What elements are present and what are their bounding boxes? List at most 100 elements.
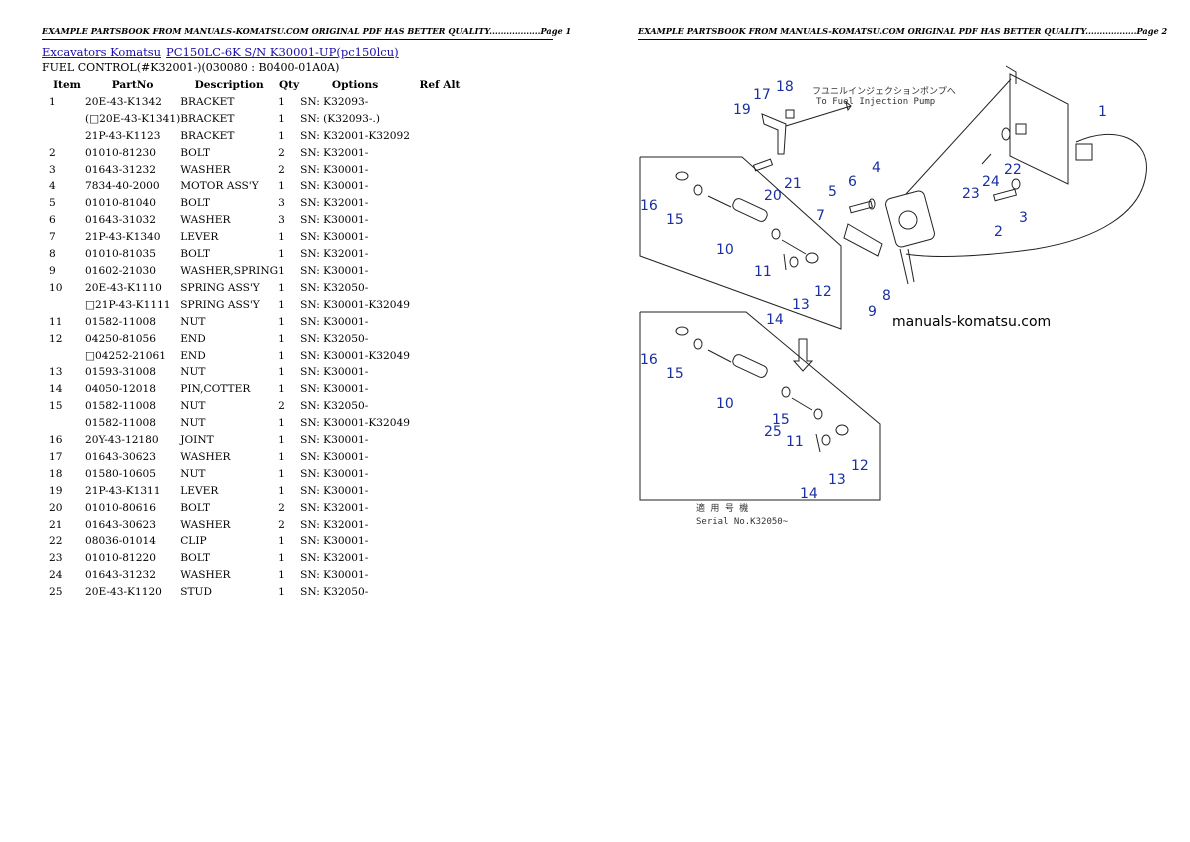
cell-refalt [410, 584, 470, 601]
cell-refalt [410, 483, 470, 500]
breadcrumb-link-excavators[interactable]: Excavators Komatsu [42, 45, 162, 59]
cell-partno: 01582-11008 [85, 417, 156, 430]
cell-description: PIN,COTTER [180, 383, 251, 396]
upper-view-callout: 22 [1004, 162, 1022, 178]
cell-options: SN: K30001- [300, 231, 369, 244]
cell-description: WASHER [180, 569, 231, 582]
cell-description: CLIP [180, 535, 207, 548]
cell-description: NUT [180, 417, 206, 430]
cell-refalt [410, 178, 470, 195]
cell-options: SN: (K32093-.) [300, 112, 380, 125]
cell-options: SN: K30001- [300, 467, 369, 480]
cell-refalt [410, 212, 470, 229]
lower-view-callout: 12 [851, 458, 869, 474]
cell-qty: 2 [278, 518, 285, 531]
cell-qty: 1 [278, 112, 285, 125]
cell-qty: 1 [278, 467, 285, 480]
cell-partno: 01010-80616 [85, 501, 156, 514]
cell-refalt [410, 533, 470, 550]
cell-qty: 1 [278, 569, 285, 582]
lower-view-callout: 16 [640, 352, 658, 368]
cell-description: WASHER,SPRING [180, 264, 279, 277]
cell-item: 12 [49, 332, 63, 345]
upper-view-callout: 18 [776, 79, 794, 95]
cell-options: SN: K32050- [300, 400, 369, 413]
cell-partno: □21P-43-K1111 [85, 298, 171, 311]
cell-item: 23 [49, 552, 63, 565]
cell-partno: 21P-43-K1311 [85, 484, 161, 497]
cell-qty: 1 [278, 383, 285, 396]
cell-refalt [410, 145, 470, 162]
cell-qty: 1 [278, 248, 285, 261]
cell-refalt [410, 398, 470, 415]
column-header-partno: PartNo [111, 79, 154, 91]
cell-item: 18 [49, 467, 63, 480]
cell-description: BRACKET [180, 112, 235, 125]
cell-options: SN: K30001- [300, 214, 369, 227]
cell-options: SN: K32001- [300, 501, 369, 514]
cell-options: SN: K30001- [300, 535, 369, 548]
cell-description: NUT [180, 366, 206, 379]
cell-qty: 2 [278, 501, 285, 514]
cell-refalt [410, 466, 470, 483]
cell-options: SN: K32001- [300, 197, 369, 210]
cell-description: WASHER [180, 450, 231, 463]
cell-description: SPRING ASS'Y [180, 298, 260, 311]
cell-description: LEVER [180, 231, 219, 244]
cell-partno: 01010-81040 [85, 197, 156, 210]
upper-view-callout: 12 [814, 284, 832, 300]
cell-refalt [410, 111, 470, 128]
cell-partno: 21P-43-K1123 [85, 129, 161, 142]
cell-item [42, 297, 85, 314]
upper-view-callout: 23 [962, 186, 980, 202]
column-header-refalt: Ref Alt [419, 79, 461, 91]
cell-options: SN: K32001- [300, 146, 369, 159]
cell-qty: 2 [278, 400, 285, 413]
cell-description: JOINT [180, 434, 214, 447]
cell-qty: 3 [278, 214, 285, 227]
upper-view-callout: 1 [1098, 104, 1107, 120]
cell-options: SN: K30001- [300, 180, 369, 193]
cell-qty: 1 [278, 434, 285, 447]
cell-qty: 1 [278, 535, 285, 548]
cell-item: 10 [49, 281, 63, 294]
cell-partno: 20Y-43-12180 [85, 434, 159, 447]
lower-view-callout: 14 [800, 486, 818, 502]
cell-qty: 1 [278, 450, 285, 463]
column-header-qty: Qty [278, 79, 300, 91]
upper-view-callout: 5 [828, 184, 837, 200]
cell-options: SN: K32050- [300, 332, 369, 345]
cell-partno: 08036-01014 [85, 535, 156, 548]
breadcrumb-link-model[interactable]: PC150LC-6K S/N K30001-UP(pc150lcu) [166, 45, 399, 59]
cell-description: BOLT [180, 197, 211, 210]
cell-options: SN: K30001- [300, 264, 369, 277]
upper-view-callout: 15 [666, 212, 684, 228]
column-header-description: Description [194, 79, 264, 91]
page-2-header: EXAMPLE PARTSBOOK FROM MANUALS-KOMATSU.C… [638, 25, 1167, 40]
cell-qty: 1 [278, 366, 285, 379]
cell-qty: 1 [278, 332, 285, 345]
cell-options: SN: K32050- [300, 586, 369, 599]
cell-description: SPRING ASS'Y [180, 281, 260, 294]
serial-jp-label: 適 用 号 機 [696, 502, 748, 514]
upper-view-callout: 9 [868, 304, 877, 320]
cell-item: 6 [49, 214, 56, 227]
cell-item: 2 [49, 146, 56, 159]
cell-partno: 01643-31232 [85, 569, 156, 582]
cell-refalt [410, 314, 470, 331]
cell-qty: 1 [278, 95, 285, 108]
table-header-row: Item PartNo Description Qty Options Ref … [42, 77, 470, 94]
